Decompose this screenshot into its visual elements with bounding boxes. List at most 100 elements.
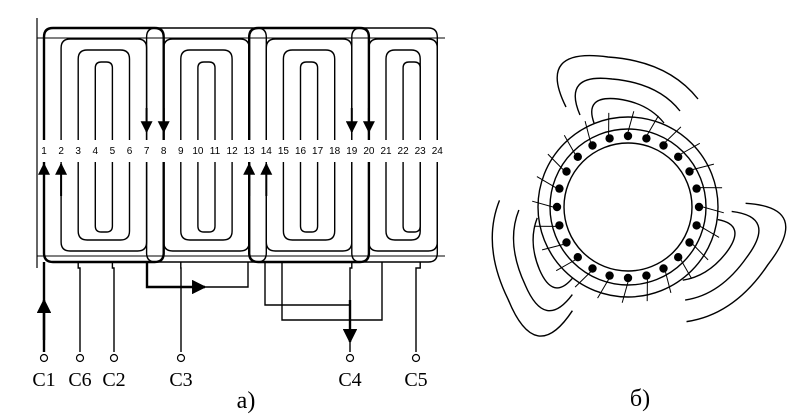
outer-ring xyxy=(537,116,719,298)
slot-number-21: 21 xyxy=(380,146,392,157)
panel-a-label: а) xyxy=(237,388,256,414)
panel-b-label: б) xyxy=(630,386,650,412)
end-winding-lobe xyxy=(491,200,573,337)
slot-lead xyxy=(680,259,693,280)
conductor-dot xyxy=(692,184,701,193)
terminal-leads xyxy=(36,262,421,352)
slot-lead xyxy=(665,126,682,143)
slot-number-9: 9 xyxy=(178,146,184,157)
slot-lead xyxy=(584,120,591,143)
lobe-mid xyxy=(512,209,573,312)
coil-loop xyxy=(145,27,267,263)
conductor-dot xyxy=(674,152,683,161)
coil-loop xyxy=(385,49,421,241)
slot-lead xyxy=(536,176,556,189)
coil-loop xyxy=(163,38,250,252)
slot-lead xyxy=(665,271,672,294)
lobe-inner xyxy=(532,217,573,289)
slot-number-16: 16 xyxy=(295,146,307,157)
lobe-outer xyxy=(491,200,573,337)
slot-number-14: 14 xyxy=(261,146,273,157)
conductor-dot xyxy=(573,152,582,161)
terminal-circle xyxy=(75,353,85,363)
slot-number-12: 12 xyxy=(227,146,239,157)
slot-number-22: 22 xyxy=(398,146,410,157)
coil-loop xyxy=(248,26,371,264)
conductor-dot xyxy=(605,271,614,280)
terminal-lead xyxy=(77,262,81,352)
conductor-dot xyxy=(659,264,668,273)
lobe-inner xyxy=(591,97,665,124)
coil-loop xyxy=(180,49,233,241)
coil-loop xyxy=(77,49,131,241)
slot-number-4: 4 xyxy=(93,146,99,157)
terminal-label: C4 xyxy=(338,369,361,391)
terminal-lead xyxy=(415,262,421,352)
jumper-lead xyxy=(281,262,383,321)
slot-lead xyxy=(692,163,715,170)
slot-lead xyxy=(532,200,554,208)
coil-loop xyxy=(282,49,336,241)
conductor-dot xyxy=(555,221,564,230)
slot-number-1: 1 xyxy=(41,146,47,157)
terminal-label: C1 xyxy=(32,369,55,391)
slot-number-10: 10 xyxy=(192,146,204,157)
conductor-dot xyxy=(588,264,597,273)
jumper-lead xyxy=(205,262,249,288)
coil-loop xyxy=(299,61,319,233)
terminal-label: C5 xyxy=(404,369,427,391)
conductor-dot xyxy=(659,141,668,150)
slot-number-11: 11 xyxy=(210,146,221,157)
terminal-label: C6 xyxy=(68,369,91,391)
slot-number-3: 3 xyxy=(75,146,81,157)
terminal-circle xyxy=(345,353,355,363)
conductor-dot xyxy=(562,238,571,247)
slot-number-23: 23 xyxy=(415,146,427,157)
slot-number-2: 2 xyxy=(58,146,64,157)
slot-lead xyxy=(574,271,591,288)
terminal-label: C3 xyxy=(169,369,192,391)
slot-number-8: 8 xyxy=(161,146,167,157)
slot-number-24: 24 xyxy=(432,146,444,157)
conductor-dot xyxy=(605,134,614,143)
end-winding-lobe xyxy=(556,54,699,124)
conductor-dot xyxy=(692,221,701,230)
slot-lead xyxy=(597,279,610,299)
coil-loop xyxy=(42,26,165,264)
lobe-outer xyxy=(556,54,699,108)
bore xyxy=(563,142,693,272)
slot-number-15: 15 xyxy=(278,146,290,157)
slot-lead xyxy=(563,134,576,155)
slot-number-5: 5 xyxy=(110,146,116,157)
jumper-arrow xyxy=(145,262,207,295)
slot-number-7: 7 xyxy=(144,146,150,157)
conductor-dot xyxy=(623,273,633,283)
lobe-inner xyxy=(682,218,736,281)
coil-loop xyxy=(368,38,438,252)
lobe-outer xyxy=(686,202,787,323)
conductor-dot xyxy=(685,238,694,247)
slot-lead xyxy=(702,206,724,214)
conductor-dot xyxy=(552,202,562,212)
jumper-lead xyxy=(264,262,350,306)
slot-number-13: 13 xyxy=(244,146,256,157)
conductor-dot xyxy=(555,184,564,193)
terminal-lead xyxy=(111,262,115,352)
conductor-dot xyxy=(588,141,597,150)
coil-loop xyxy=(351,27,438,263)
conductor-dot xyxy=(642,134,651,143)
coil-loop xyxy=(60,38,148,252)
slot-lead xyxy=(646,115,659,135)
slot-ring-outer xyxy=(549,128,707,286)
end-winding-lobe xyxy=(682,202,787,323)
slot-number-19: 19 xyxy=(346,146,358,157)
slot-number-17: 17 xyxy=(312,146,324,157)
coil-group xyxy=(38,26,438,264)
slot-lead xyxy=(700,225,720,238)
conductor-dot xyxy=(562,167,571,176)
